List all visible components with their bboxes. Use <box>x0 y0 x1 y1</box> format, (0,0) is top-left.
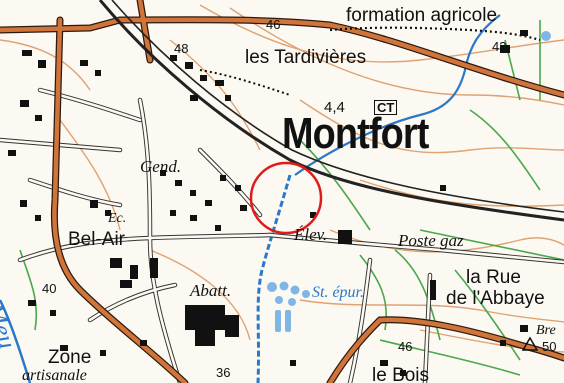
place-le-bois: le Bois <box>372 365 430 383</box>
place-la-rue: la Rue <box>466 267 521 288</box>
ct-label: CT <box>374 100 398 115</box>
elevation-40: 40 <box>42 281 57 296</box>
boundary-dots-2 <box>199 69 291 96</box>
elevation-36: 36 <box>216 365 231 380</box>
elevation-50: 50 <box>542 339 557 354</box>
survey-point-icon <box>521 336 539 351</box>
place-bre: Bre <box>536 323 556 338</box>
place-st-epur: St. épur. <box>312 284 364 301</box>
place-gend: Gend. <box>140 157 182 176</box>
town-label: Montfort <box>282 109 429 158</box>
railway <box>98 0 564 222</box>
buildings <box>8 30 528 376</box>
contour-lines <box>0 4 564 353</box>
elevation-46-bottom: 46 <box>398 339 413 354</box>
place-tardivieres: les Tardivières <box>245 47 367 68</box>
place-formation: formation agricole <box>346 5 498 26</box>
place-bel-air: Bel-Air <box>68 229 126 250</box>
elevation-46-top: 46 <box>266 17 281 32</box>
place-abbaye: de l'Abbaye <box>446 288 545 309</box>
place-abatt: Abatt. <box>190 281 232 300</box>
location-marker[interactable] <box>249 161 323 235</box>
ponds <box>267 31 551 332</box>
place-artisanale: artisanale <box>22 367 87 383</box>
river <box>0 14 501 383</box>
elevation-48: 48 <box>174 41 189 56</box>
place-zone: Zone <box>48 347 92 368</box>
place-elev: Élev. <box>294 225 328 244</box>
elevation-43: 43 <box>492 39 507 54</box>
place-ec: Ec. <box>108 211 127 226</box>
place-poste-gaz: Poste gaz <box>398 231 464 250</box>
elevation-44: 4,4 <box>324 99 345 116</box>
